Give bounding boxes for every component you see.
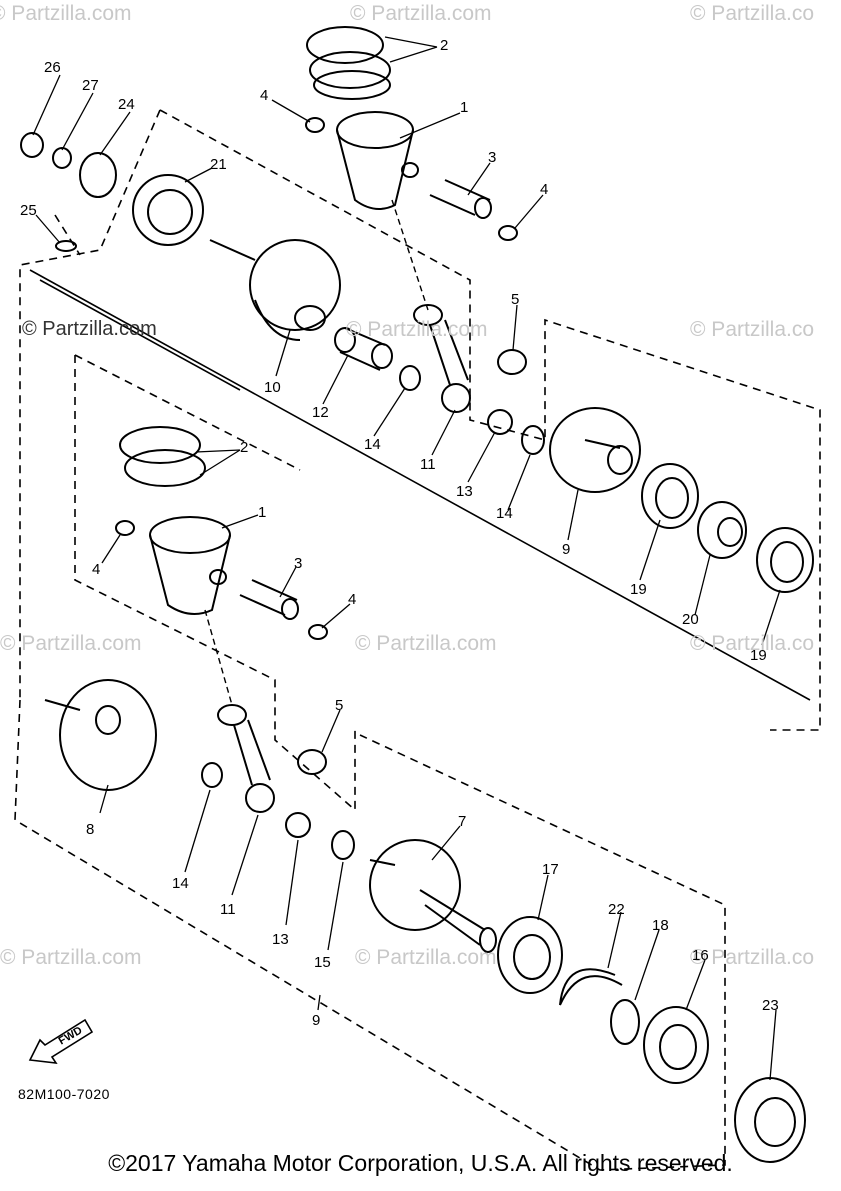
- bearing-19-b: [756, 527, 814, 593]
- watermark: © Partzilla.com: [355, 946, 497, 969]
- callout-9: 9: [562, 541, 571, 558]
- callout-1: 1: [460, 99, 469, 116]
- callout-4: 4: [260, 87, 269, 104]
- piston-top: [336, 111, 419, 210]
- callout-19: 19: [750, 647, 767, 664]
- bearing-16: [643, 1006, 709, 1084]
- crank-pin-12: [334, 327, 393, 371]
- nut-26: [20, 132, 44, 158]
- copyright-notice: ©2017 Yamaha Motor Corporation, U.S.A. A…: [108, 1150, 733, 1176]
- washer-14-b: [521, 425, 545, 455]
- callout-5: 5: [335, 697, 344, 714]
- washer-14-a: [399, 365, 421, 391]
- callout-11: 11: [220, 901, 236, 918]
- watermark: © Partzilla.co: [690, 946, 815, 969]
- shaft-axis-lines: [29, 269, 811, 701]
- callout-16: 16: [692, 947, 709, 964]
- callout-15: 15: [314, 954, 331, 971]
- callout-21: 21: [210, 156, 227, 173]
- callout-5: 5: [511, 291, 520, 308]
- bearing-19-a: [641, 463, 699, 529]
- callout-18: 18: [652, 917, 669, 934]
- crank-half-7: [369, 839, 497, 953]
- piston-pin-top: [429, 179, 492, 219]
- bearing-21: [132, 174, 204, 246]
- piston-rings-bottom: [119, 426, 206, 487]
- watermark: © Partzilla.com: [350, 2, 492, 25]
- watermark: © Partzilla.com: [22, 318, 157, 340]
- callout-11: 11: [420, 456, 436, 473]
- callout-3: 3: [488, 149, 497, 166]
- piston-pin-bottom: [239, 579, 299, 620]
- needle-bearing-13-top: [487, 409, 513, 435]
- clip-bottom-left: [115, 520, 135, 536]
- bearing-17: [497, 916, 563, 994]
- crank-half-10: [209, 239, 341, 341]
- callout-19: 19: [630, 581, 647, 598]
- callout-8: 8: [86, 821, 95, 838]
- washer-14-c: [201, 762, 223, 788]
- needle-bearing-13-bottom: [285, 812, 311, 838]
- callout-4: 4: [348, 591, 357, 608]
- key-25: [55, 240, 77, 252]
- washer-15: [331, 830, 355, 860]
- crank-half-9: [549, 407, 641, 493]
- needle-bearing-bottom: [297, 749, 327, 775]
- callout-23: 23: [762, 997, 779, 1014]
- callout-14: 14: [496, 505, 513, 522]
- needle-bearing-top: [497, 349, 527, 375]
- callout-27: 27: [82, 77, 99, 94]
- callout-12: 12: [312, 404, 329, 421]
- callout-6: 6: [312, 1011, 321, 1028]
- callout-4: 4: [540, 181, 549, 198]
- callout-22: 22: [608, 901, 625, 918]
- clip-top-left: [305, 117, 325, 133]
- labyrinth-seal-20: [697, 501, 747, 559]
- connecting-rod-top: [413, 304, 471, 413]
- leader-lines: [32, 36, 781, 1081]
- diagram-code: 82M100-7020: [18, 1086, 110, 1102]
- clip-top-right: [498, 225, 518, 241]
- callout-10: 10: [264, 379, 281, 396]
- watermark: © Partzilla.com: [355, 632, 497, 655]
- watermark: © Partzilla.co: [690, 632, 815, 655]
- clip-bottom-right: [308, 624, 328, 640]
- washer-27: [52, 147, 72, 169]
- oil-seal-24: [79, 152, 117, 198]
- piston-bottom: [149, 516, 231, 615]
- watermark: © Partzilla.com: [0, 2, 132, 25]
- callout-2: 2: [240, 439, 249, 456]
- piston-rings-top: [306, 26, 391, 100]
- watermark: © Partzilla.co: [690, 2, 815, 25]
- callout-13: 13: [272, 931, 289, 948]
- callout-24: 24: [118, 96, 135, 113]
- callout-17: 17: [542, 861, 559, 878]
- callout-3: 3: [294, 555, 303, 572]
- circlip-22: [559, 968, 623, 1006]
- callout-14: 14: [172, 875, 189, 892]
- callout-1: 1: [258, 504, 267, 521]
- callout-20: 20: [682, 611, 699, 628]
- callout-7: 7: [458, 813, 467, 830]
- crank-half-8: [44, 679, 157, 791]
- watermark: © Partzilla.com: [0, 632, 142, 655]
- callout-13: 13: [456, 483, 473, 500]
- watermark: © Partzilla.co: [690, 318, 815, 341]
- callout-4: 4: [92, 561, 101, 578]
- watermark: © Partzilla.com: [346, 318, 488, 341]
- watermark: © Partzilla.com: [0, 946, 142, 969]
- callout-14: 14: [364, 436, 381, 453]
- callout-2: 2: [440, 37, 449, 54]
- fwd-arrow-icon: [28, 1018, 94, 1064]
- connecting-rod-bottom: [217, 704, 275, 813]
- callout-26: 26: [44, 59, 61, 76]
- assembly-outline-bottom: [14, 214, 726, 1171]
- washer-18: [610, 999, 640, 1045]
- assembly-outline-top: [19, 109, 821, 812]
- callout-25: 25: [20, 202, 37, 219]
